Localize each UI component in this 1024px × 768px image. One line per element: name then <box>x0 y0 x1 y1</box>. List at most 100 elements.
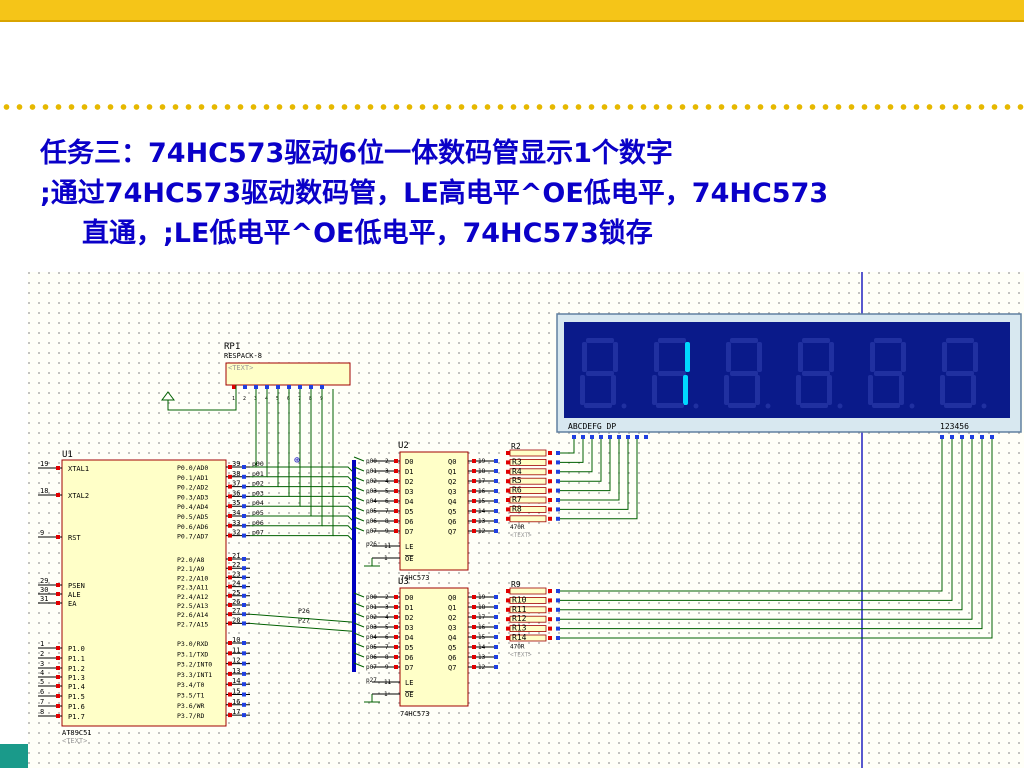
segment-wire <box>560 439 638 520</box>
digit-wire <box>560 439 963 611</box>
u1-pin-marker <box>56 466 60 470</box>
latch-output-name: Q0 <box>448 458 456 466</box>
latch-input-name: D3 <box>405 488 413 496</box>
u1-pin-number: 21 <box>232 552 240 560</box>
u1-pin-name: P0.6/AD6 <box>177 523 208 531</box>
u1-pin-marker <box>56 646 60 650</box>
u1-pin-number: 35 <box>232 499 240 507</box>
latch-pin-number: 17 <box>478 614 486 621</box>
rp1-part: RESPACK-8 <box>224 352 262 360</box>
dotted-divider <box>0 104 1024 110</box>
u1-pin-number: 37 <box>232 480 240 488</box>
latch-pin-marker <box>494 519 498 523</box>
latch-output-name: Q6 <box>448 518 456 526</box>
u1-pin-marker <box>56 666 60 670</box>
latch-pin-marker <box>472 665 476 669</box>
u1-pin-number: 14 <box>232 677 240 685</box>
latch-net-label: p01 <box>366 468 377 475</box>
u1-pin-marker <box>56 694 60 698</box>
resistor-pin-marker <box>506 617 510 622</box>
resistor-pin-marker <box>506 498 510 502</box>
u1-pin-marker <box>242 484 246 489</box>
rp1-pin-marker <box>298 385 302 389</box>
u1-pin-marker <box>228 465 232 469</box>
u1-pin-marker <box>242 584 246 589</box>
latch-net-label: p02 <box>366 614 377 621</box>
display-pin-marker <box>599 435 603 439</box>
u1-pin-name: P2.3/A11 <box>177 584 208 592</box>
latch-pin-number: 8 <box>385 654 389 661</box>
segment-wire <box>560 439 620 501</box>
u1-pin-marker <box>228 682 232 687</box>
u1-pin-name: P0.7/AD7 <box>177 533 208 541</box>
u1-pin-name: P3.3/INT1 <box>177 671 212 679</box>
ground-icon <box>364 694 380 703</box>
bus-entry <box>353 642 365 648</box>
digit-dp <box>837 403 843 409</box>
u1-pin-number: 5 <box>40 678 44 686</box>
latch-pin-marker <box>472 499 476 503</box>
latch-output-name: Q1 <box>448 604 456 612</box>
u1-pin-name: P1.0 <box>68 645 85 653</box>
latch-input-name: D4 <box>405 634 413 642</box>
latch-le-net: p27 <box>366 677 377 684</box>
seven-segment-display[interactable]: ABCDEFG DP 123456 <box>556 313 1022 439</box>
resistor-pin-marker <box>556 589 560 593</box>
resistor-value: 470R <box>510 524 525 531</box>
resistor-pin-marker <box>548 598 552 603</box>
u1-pin-marker <box>228 641 232 645</box>
u1-pin-name: P2.0/A8 <box>177 556 204 564</box>
resistor-pin-marker <box>506 626 510 631</box>
latch-pin-number: 19 <box>478 594 486 601</box>
bus-entry <box>353 486 365 492</box>
resistor-label: R8 <box>512 504 522 513</box>
latch-output-name: Q2 <box>448 478 456 486</box>
u1-pin-name: P3.7/RD <box>177 712 204 720</box>
u1-pin-marker <box>228 494 232 499</box>
latch-pin-number: 7 <box>385 644 389 651</box>
display-pin-marker <box>990 435 994 439</box>
latch-pin-marker <box>394 499 398 503</box>
latch-pin-number: 12 <box>478 528 486 535</box>
u1-pin-marker <box>56 601 60 605</box>
digit-segment <box>582 342 587 372</box>
latch-output-name: Q5 <box>448 508 456 516</box>
rp1-pin-marker <box>276 385 280 389</box>
digit-segment <box>802 338 830 343</box>
segment-drive-wires <box>560 439 993 639</box>
u1-mcu[interactable]: U1 19XTAL118XTAL29RST29PSEN30ALE31EA1P1.… <box>38 450 310 745</box>
digit-segment <box>870 342 875 372</box>
latch-pin-marker <box>394 645 398 649</box>
latch-pin-number: 1 <box>384 555 388 562</box>
u1-pin-marker <box>242 566 246 571</box>
display-pin-marker <box>608 435 612 439</box>
p27-wire <box>249 622 355 632</box>
latch-pin-marker <box>494 479 498 483</box>
u1-pin-number: 18 <box>40 487 48 495</box>
latch-net-label: p00 <box>366 594 377 601</box>
u1-pin-name: P0.0/AD0 <box>177 464 208 472</box>
u1-pin-marker <box>242 474 246 479</box>
digit-segment <box>868 375 873 405</box>
u1-pin-name: XTAL1 <box>68 465 89 473</box>
latch-pin-marker <box>472 509 476 513</box>
digit-segment <box>613 342 618 372</box>
digit-segment <box>611 375 616 405</box>
latch-pin-marker <box>472 479 476 483</box>
u1-pin-number: 9 <box>40 529 44 537</box>
latch-pin-number: 6 <box>385 498 389 505</box>
latch-net-label: p05 <box>366 644 377 651</box>
p26-wire <box>249 613 355 623</box>
latch-input-name: D5 <box>405 508 413 516</box>
latch-pin-marker <box>394 519 398 523</box>
u1-pin-name: P3.5/T1 <box>177 692 204 700</box>
u1-pin-marker <box>242 682 246 687</box>
u1-pin-number: 33 <box>232 519 240 527</box>
display-pin-marker <box>572 435 576 439</box>
u1-pin-marker <box>56 714 60 718</box>
